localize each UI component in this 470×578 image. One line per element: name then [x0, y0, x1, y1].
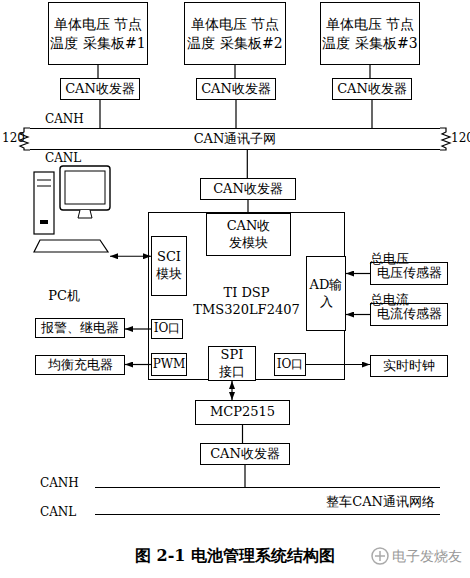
node-text: 单体电压 节点温度 采集板#1: [49, 15, 147, 51]
acquisition-board: 单体电压 节点温度 采集板#1: [48, 2, 148, 65]
real-time-clock: 实时时钟: [370, 355, 448, 377]
signal-name: CANH: [40, 476, 79, 490]
can-transceiver: CAN收发器: [200, 443, 290, 465]
pc-keyboard: [34, 240, 108, 252]
node-text: MCP2515: [210, 404, 275, 421]
can-controller: MCP2515: [195, 400, 290, 425]
acquisition-board: 单体电压 节点温度 采集板#2: [184, 2, 286, 65]
node-text: IO口: [277, 357, 304, 373]
edge-label: 总电压: [370, 250, 409, 268]
connector-line: [346, 314, 370, 315]
power-button: [40, 220, 48, 224]
vehicle-can-bus: 整车CAN通讯网络: [95, 487, 440, 515]
alarm-relay: 报警、继电器: [35, 318, 125, 338]
node-text: CAN收发器: [65, 81, 135, 98]
can-transceiver: CAN收发器: [60, 78, 140, 100]
node-text: 整车CAN通讯网络: [285, 494, 435, 511]
sci-module: SCI模块: [151, 236, 187, 296]
pc-tower: [34, 172, 54, 234]
node-text: CAN收发器: [210, 446, 280, 463]
drive-slot: [37, 180, 51, 181]
connector-line: [99, 100, 100, 128]
node-text: 单体电压 节点温度 采集板#3: [321, 15, 419, 51]
monitor-stand: [78, 210, 92, 218]
watermark-logo: [372, 548, 388, 564]
node-text: PC机: [34, 288, 94, 305]
connector-line: [371, 100, 372, 128]
drive-slot: [37, 186, 51, 187]
figure-caption: 图 2-1 电池管理系统结构图: [0, 546, 470, 567]
acquisition-board: 单体电压 节点温度 采集板#3: [320, 2, 420, 65]
pwm-port: PWM: [151, 353, 187, 376]
node-text: IO口: [154, 321, 181, 337]
connector-line: [234, 65, 235, 78]
balance-charger: 均衡充电器: [35, 355, 125, 375]
can-bus: CAN通讯子网: [30, 128, 440, 150]
io-port: IO口: [274, 353, 306, 376]
connector-line: [231, 381, 232, 400]
signal-name: CANL: [45, 151, 81, 165]
node-text: 实时时钟: [383, 358, 435, 375]
node-text: CAN收发模块: [225, 218, 272, 252]
pc-computer: PC机: [30, 162, 110, 307]
watermark: 电子发烧友: [392, 548, 462, 566]
node-text: SPI接口: [217, 347, 247, 381]
node-text: PWM: [153, 357, 186, 373]
node-text: CAN收发器: [337, 81, 407, 98]
node-text: 单体电压 节点温度 采集板#2: [185, 15, 285, 51]
connector-line: [235, 100, 236, 128]
node-text: TI DSP TMS320LF2407: [189, 285, 304, 319]
connector-line: [110, 256, 151, 257]
node-text: 电流传感器: [377, 306, 442, 323]
node-text: CAN收发器: [213, 181, 283, 198]
connector-line: [369, 65, 370, 78]
io-port: IO口: [151, 319, 183, 339]
connector-line: [97, 65, 98, 78]
signal-name: CANL: [40, 505, 76, 519]
ad-input: AD输入: [306, 256, 346, 331]
pc-illustration: [34, 166, 110, 252]
node-text: CAN通讯子网: [194, 131, 277, 148]
node-text: 报警、继电器: [41, 320, 119, 337]
node-text: CAN收发器: [201, 81, 271, 98]
connector-line: [247, 150, 248, 178]
edge-label: 总电流: [370, 291, 409, 309]
resistor-value: 120: [2, 131, 25, 145]
can-transceiver: CAN收发器: [332, 78, 412, 100]
resistor-symbol: [440, 128, 450, 150]
node-text: 均衡充电器: [48, 357, 113, 374]
signal-name: CANH: [45, 112, 84, 126]
can-transceiver: CAN收发器: [200, 178, 296, 200]
connector-line: [244, 465, 245, 487]
logo-mark: [375, 551, 385, 561]
can-transceiver: CAN收发器: [196, 78, 276, 100]
monitor-screen: [65, 171, 105, 204]
node-text: SCI模块: [155, 249, 183, 283]
can-module: CAN收发模块: [206, 213, 291, 256]
resistor-value: 120: [451, 131, 470, 145]
node-text: AD输入: [307, 277, 345, 311]
connector-line: [346, 273, 370, 274]
spi-interface: SPI接口: [208, 346, 256, 381]
node-text: 电压传感器: [377, 265, 442, 282]
pc-monitor: [60, 166, 110, 210]
dsp-controller: TI DSP TMS320LF2407SCI模块 CAN收发模块 AD输入 IO口 PW…: [148, 212, 345, 380]
logo-ring: [372, 548, 388, 564]
connector-line: [242, 425, 243, 443]
